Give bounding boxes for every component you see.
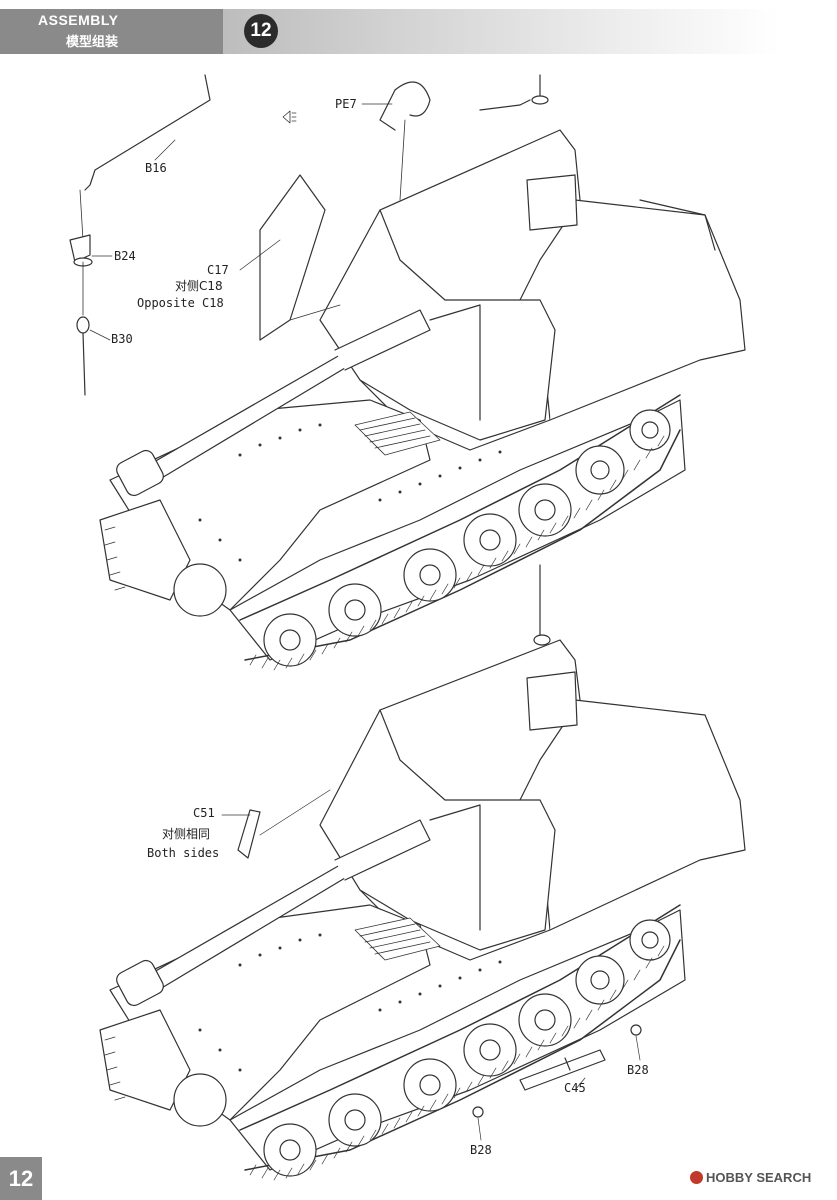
- header-bar: [0, 9, 223, 54]
- label-b16: B16: [145, 161, 167, 175]
- label-c51: C51: [193, 806, 215, 820]
- bottom-vehicle-drawing: [99, 564, 746, 1181]
- watermark-text: HOBBY SEARCH: [706, 1170, 812, 1185]
- page-number: 12: [0, 1157, 42, 1200]
- label-c18-en: Opposite C18: [137, 296, 224, 310]
- watermark: HOBBY SEARCH: [690, 1170, 811, 1185]
- top-vehicle-drawing: [69, 74, 746, 671]
- label-b28-right: B28: [627, 1063, 649, 1077]
- label-b24: B24: [114, 249, 136, 263]
- header-gradient: [223, 9, 779, 54]
- label-both-cn: 对侧相同: [162, 827, 211, 841]
- label-b30: B30: [111, 332, 133, 346]
- label-b28-bottom: B28: [470, 1143, 492, 1157]
- label-c18-cn: 对侧C18: [175, 279, 223, 293]
- label-both-en: Both sides: [147, 846, 220, 860]
- label-pe7: PE7: [335, 97, 357, 111]
- header-subtitle: 模型组装: [66, 35, 119, 50]
- label-c17: C17: [207, 263, 229, 277]
- label-c45: C45: [564, 1081, 586, 1095]
- header-title: ASSEMBLY: [38, 12, 119, 28]
- step-number-badge: 12: [244, 14, 278, 48]
- watermark-logo-icon: [690, 1171, 703, 1184]
